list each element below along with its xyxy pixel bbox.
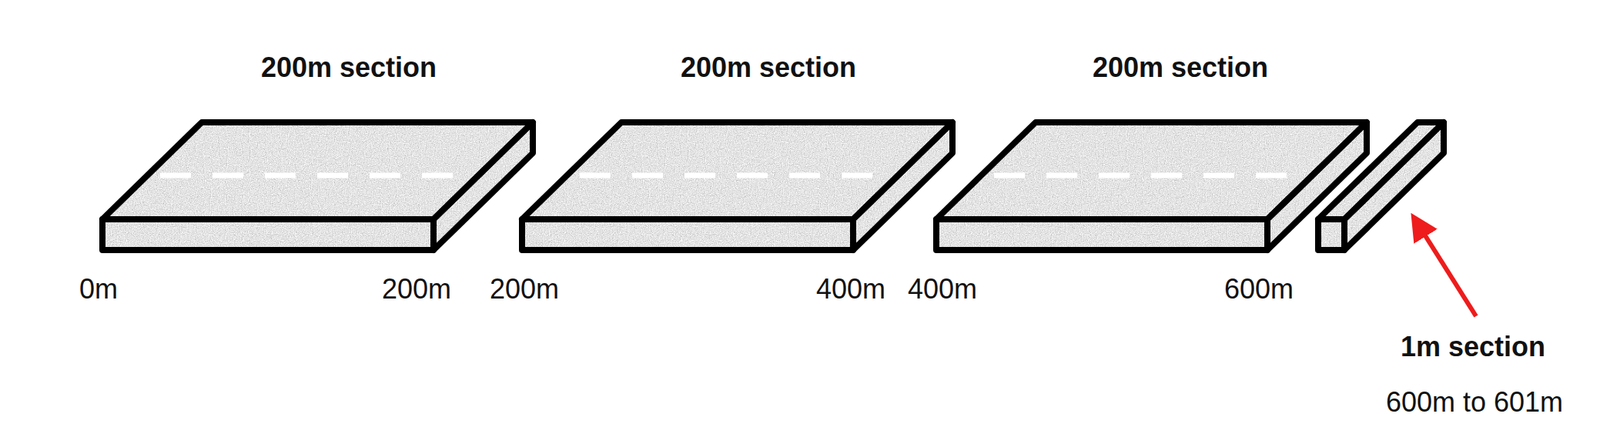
lane-marking <box>160 173 470 179</box>
road-outline <box>102 219 434 251</box>
pointer-arrow <box>1418 224 1477 317</box>
road-outline <box>522 122 953 220</box>
section-label: 200m section <box>680 52 857 84</box>
road-outline <box>1318 219 1345 251</box>
distance-label: 400m <box>816 274 886 305</box>
road-surface <box>522 219 854 251</box>
section-label: 1m section <box>1400 331 1546 363</box>
road-outline <box>1344 122 1444 251</box>
road-surface <box>102 219 434 251</box>
distance-label: 200m <box>489 274 559 305</box>
road-outline <box>936 219 1268 251</box>
section-label: 200m section <box>1092 52 1269 84</box>
road-surface <box>1318 219 1345 251</box>
section-label: 200m section <box>261 52 437 84</box>
road-surface <box>433 122 533 251</box>
road-outline <box>522 219 854 251</box>
lane-marking <box>994 173 1304 179</box>
distance-label: 600m to 601m <box>1385 387 1564 419</box>
road-outline <box>102 122 533 220</box>
distance-label: 600m <box>1224 274 1294 305</box>
lane-marking <box>579 173 890 179</box>
distance-label: 200m <box>381 274 452 305</box>
distance-label: 400m <box>907 274 978 305</box>
road-outline <box>433 122 533 251</box>
road-surface <box>936 219 1268 251</box>
road-outline <box>936 122 1367 220</box>
distance-label: 0m <box>79 274 118 305</box>
